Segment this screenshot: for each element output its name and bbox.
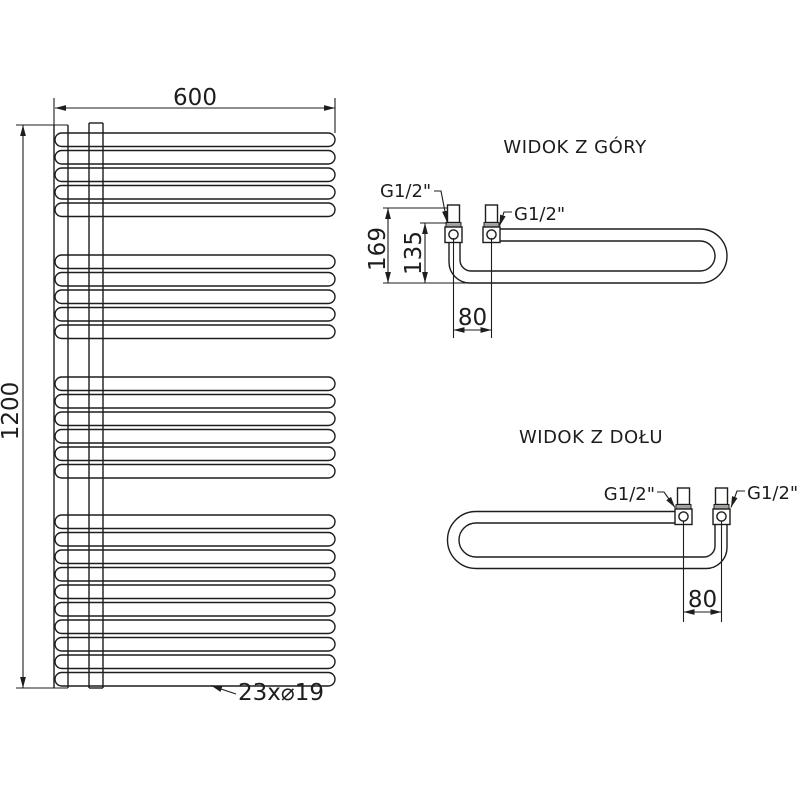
- top-view: WIDOK Z GÓRY G1/2" G1/2": [365, 136, 728, 338]
- radiator-tube: [54, 601, 336, 617]
- valve-connection-right: [712, 487, 731, 526]
- radiator-tube: [54, 531, 336, 547]
- dimension-text-height: 1200: [0, 382, 24, 441]
- tube-inner-line: [458, 522, 716, 558]
- connection-label-left: G1/2": [604, 484, 676, 508]
- valve-port: [486, 229, 497, 240]
- radiator-tubes: [54, 132, 336, 687]
- bottom-view-tube: [446, 510, 728, 570]
- radiator-tube: [54, 514, 336, 530]
- tube-inner-line: [459, 240, 716, 272]
- connection-label-left: G1/2": [380, 181, 448, 223]
- radiator-tube: [54, 549, 336, 565]
- radiator-tube: [54, 411, 336, 427]
- radiator-tube: [54, 324, 336, 340]
- bottom-view: WIDOK Z DOŁU G1/2" G1/2": [446, 427, 798, 622]
- dimension-valve-depth: 135: [401, 222, 447, 284]
- valve-stub: [446, 204, 461, 224]
- radiator-tube: [54, 566, 336, 582]
- top-view-tube: [448, 228, 728, 284]
- radiator-tube: [54, 254, 336, 270]
- radiator-tube: [54, 654, 336, 670]
- tube-spec: 23x⌀19: [210, 680, 324, 706]
- valve-stub: [484, 204, 499, 224]
- radiator-tube: [54, 428, 336, 444]
- leader-line: [730, 490, 745, 508]
- valve-stub: [676, 487, 691, 506]
- radiator-tube: [54, 393, 336, 409]
- leader-line: [210, 684, 237, 695]
- valve-stub: [714, 487, 729, 506]
- dimension-text-80: 80: [458, 305, 487, 331]
- dimension-total-depth: 169: [365, 207, 470, 284]
- valve-port: [716, 511, 727, 522]
- dimension-width: 600: [53, 85, 336, 133]
- dimension-height: 1200: [0, 124, 68, 689]
- dimension-text-169: 169: [365, 227, 391, 271]
- radiator-tube: [54, 132, 336, 148]
- radiator-tube: [54, 184, 336, 200]
- radiator-tube: [54, 584, 336, 600]
- connection-label-right: G1/2": [730, 483, 798, 508]
- radiator-tube: [54, 376, 336, 392]
- valve-port: [448, 229, 459, 240]
- connection-label-text: G1/2": [514, 204, 565, 225]
- dimension-valve-spacing-bottom: 80: [682, 521, 723, 622]
- radiator-frame: [53, 122, 104, 689]
- dimension-text-135: 135: [401, 231, 427, 275]
- valve-connection-right: [482, 204, 501, 244]
- connection-label-text: G1/2": [380, 181, 431, 202]
- front-view: 600 1200 23x⌀19: [0, 85, 336, 706]
- leader-line: [498, 211, 512, 227]
- radiator-tube: [54, 271, 336, 287]
- connection-label-right: G1/2": [498, 204, 565, 227]
- tube-spec-text: 23x⌀19: [238, 680, 324, 706]
- connection-label-text: G1/2": [604, 484, 655, 505]
- connection-label-text: G1/2": [747, 483, 798, 504]
- radiator-tube: [54, 636, 336, 652]
- leader-line: [657, 491, 676, 508]
- top-view-title: WIDOK Z GÓRY: [503, 136, 647, 158]
- dimension-valve-spacing-top: 80: [452, 238, 493, 338]
- valve-connection-left: [444, 204, 463, 244]
- radiator-tube: [54, 619, 336, 635]
- dimension-text-width: 600: [173, 85, 217, 111]
- radiator-tube: [54, 463, 336, 479]
- radiator-tube: [54, 202, 336, 218]
- tube-outer-line: [446, 510, 728, 570]
- leader-line: [434, 190, 448, 223]
- bottom-view-title: WIDOK Z DOŁU: [519, 427, 663, 448]
- tube-outer-line: [448, 228, 728, 284]
- radiator-tube: [54, 446, 336, 462]
- valve-port: [678, 511, 689, 522]
- dimension-text-80: 80: [688, 587, 717, 613]
- radiator-tube: [54, 671, 336, 687]
- radiator-tube: [54, 149, 336, 165]
- radiator-tube: [54, 289, 336, 305]
- radiator-tube: [54, 167, 336, 183]
- valve-connection-left: [674, 487, 693, 526]
- radiator-tube: [54, 306, 336, 322]
